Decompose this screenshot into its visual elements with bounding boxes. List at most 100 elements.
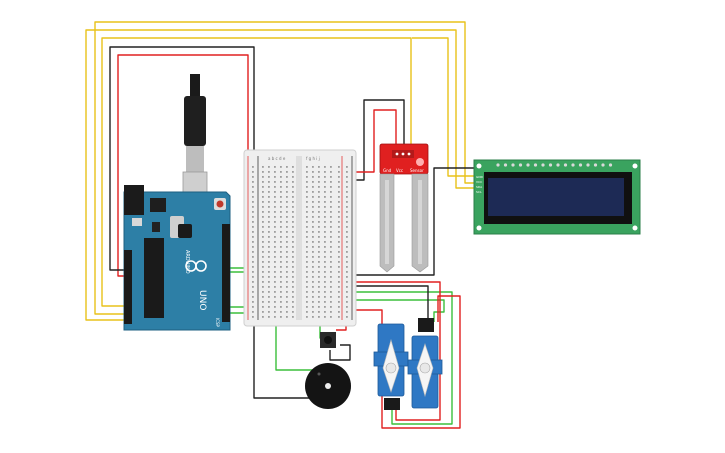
breadboard-hole xyxy=(274,236,276,238)
breadboard-hole xyxy=(338,256,340,258)
breadboard-hole xyxy=(318,241,320,243)
breadboard-hole xyxy=(306,306,308,308)
lcd-16x2-display[interactable]: GND VCC SDA SCL xyxy=(473,159,641,235)
breadboard-hole xyxy=(330,166,332,168)
soil-moisture-sensor[interactable]: Gnd Vcc Sensor xyxy=(379,143,429,273)
breadboard-hole xyxy=(306,276,308,278)
pushbutton[interactable] xyxy=(320,332,336,348)
lcd-pin-scl: SCL xyxy=(476,190,482,194)
breadboard-hole xyxy=(292,236,294,238)
breadboard-hole xyxy=(262,241,264,243)
breadboard-hole xyxy=(318,166,320,168)
breadboard-hole xyxy=(268,236,270,238)
breadboard-hole xyxy=(306,296,308,298)
breadboard-hole xyxy=(286,251,288,253)
breadboard-hole xyxy=(274,291,276,293)
breadboard-hole xyxy=(306,271,308,273)
breadboard-hole xyxy=(262,171,264,173)
breadboard-hole xyxy=(268,316,270,318)
breadboard-hole xyxy=(346,251,348,253)
breadboard-hole xyxy=(280,286,282,288)
breadboard-hole xyxy=(312,166,314,168)
breadboard-hole xyxy=(268,196,270,198)
breadboard-hole xyxy=(338,221,340,223)
piezo-buzzer[interactable] xyxy=(305,363,351,409)
servo-motor-left[interactable] xyxy=(373,323,409,410)
breadboard-hole xyxy=(268,291,270,293)
breadboard-hole xyxy=(252,226,254,228)
breadboard-hole xyxy=(280,181,282,183)
breadboard-hole xyxy=(286,191,288,193)
breadboard-hole xyxy=(268,261,270,263)
breadboard-hole xyxy=(262,291,264,293)
breadboard-hole xyxy=(262,236,264,238)
breadboard-hole xyxy=(262,316,264,318)
breadboard-hole xyxy=(324,266,326,268)
breadboard-hole xyxy=(274,206,276,208)
breadboard-hole xyxy=(292,246,294,248)
breadboard-hole xyxy=(338,276,340,278)
breadboard-hole xyxy=(274,211,276,213)
breadboard-hole xyxy=(346,216,348,218)
breadboard-hole xyxy=(286,221,288,223)
breadboard-hole xyxy=(324,206,326,208)
breadboard-hole xyxy=(306,201,308,203)
breadboard-hole xyxy=(338,191,340,193)
breadboard-hole xyxy=(318,171,320,173)
breadboard-hole xyxy=(318,286,320,288)
breadboard-hole xyxy=(318,236,320,238)
breadboard-hole xyxy=(292,181,294,183)
breadboard-hole xyxy=(262,306,264,308)
breadboard-hole xyxy=(346,266,348,268)
breadboard-hole xyxy=(318,196,320,198)
breadboard-hole xyxy=(268,301,270,303)
breadboard-hole xyxy=(312,266,314,268)
breadboard-hole xyxy=(324,301,326,303)
breadboard-hole xyxy=(292,296,294,298)
breadboard-hole xyxy=(262,251,264,253)
breadboard-hole xyxy=(280,191,282,193)
breadboard-hole xyxy=(346,246,348,248)
servo-motor-right[interactable] xyxy=(407,318,443,409)
breadboard-hole xyxy=(346,181,348,183)
breadboard-hole xyxy=(274,231,276,233)
breadboard-holes xyxy=(252,166,348,318)
breadboard[interactable]: a b c d e f g h i j xyxy=(243,149,357,327)
breadboard-hole xyxy=(286,241,288,243)
breadboard-hole xyxy=(268,221,270,223)
breadboard-hole xyxy=(274,286,276,288)
lcd-pin-gnd: GND xyxy=(476,175,484,179)
breadboard-hole xyxy=(252,186,254,188)
breadboard-hole xyxy=(268,251,270,253)
breadboard-hole xyxy=(286,261,288,263)
breadboard-hole xyxy=(274,256,276,258)
arduino-uno-board[interactable]: UNO ARDUINO ICSP xyxy=(123,185,231,331)
breadboard-hole xyxy=(306,291,308,293)
breadboard-hole xyxy=(262,196,264,198)
breadboard-hole xyxy=(252,236,254,238)
arduino-logo xyxy=(185,260,207,272)
breadboard-hole xyxy=(268,306,270,308)
breadboard-hole xyxy=(286,256,288,258)
breadboard-hole xyxy=(292,216,294,218)
breadboard-hole xyxy=(338,271,340,273)
breadboard-hole xyxy=(318,296,320,298)
breadboard-hole xyxy=(280,296,282,298)
breadboard-hole xyxy=(312,171,314,173)
breadboard-hole xyxy=(268,206,270,208)
breadboard-hole xyxy=(262,216,264,218)
breadboard-hole xyxy=(286,266,288,268)
breadboard-hole xyxy=(312,231,314,233)
breadboard-hole xyxy=(330,291,332,293)
sensor-pin-gnd: Gnd xyxy=(383,168,392,173)
breadboard-hole xyxy=(252,276,254,278)
breadboard-hole xyxy=(318,191,320,193)
breadboard-hole xyxy=(312,211,314,213)
breadboard-hole xyxy=(324,236,326,238)
breadboard-hole xyxy=(324,231,326,233)
breadboard-hole xyxy=(338,201,340,203)
breadboard-hole xyxy=(338,286,340,288)
breadboard-hole xyxy=(274,306,276,308)
breadboard-hole xyxy=(262,271,264,273)
arduino-logo-text: UNO xyxy=(197,290,207,310)
